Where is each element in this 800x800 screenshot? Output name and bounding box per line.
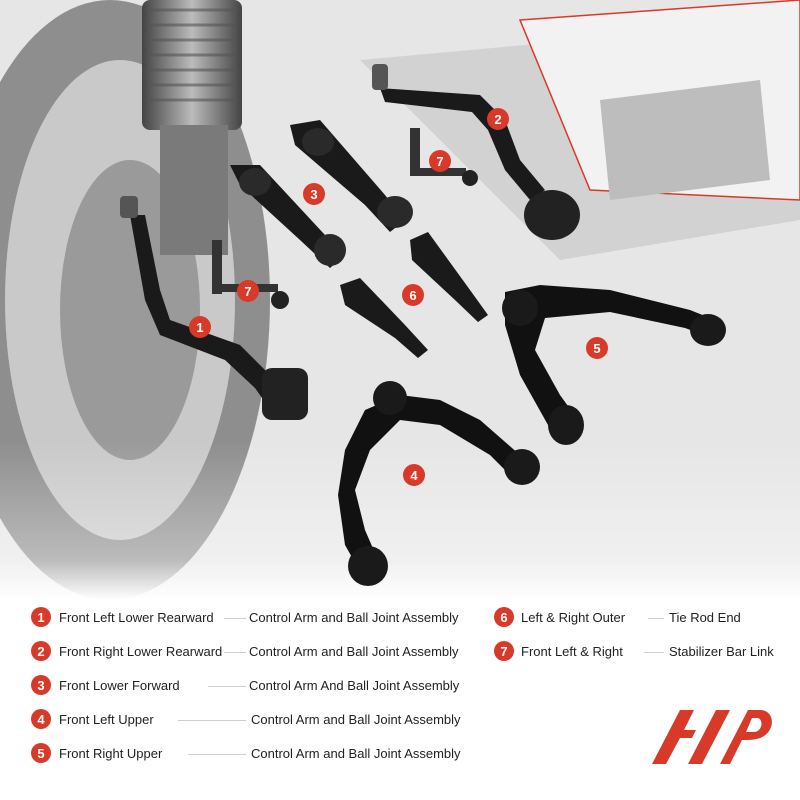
legend-num-3: 3 bbox=[31, 675, 51, 695]
legend-num-2: 2 bbox=[31, 641, 51, 661]
legend-num-7: 7 bbox=[494, 641, 514, 661]
marker-4: 4 bbox=[403, 464, 425, 486]
part-1 bbox=[120, 196, 308, 420]
legend-num-1: 1 bbox=[31, 607, 51, 627]
legend-name-6: Left & Right Outer bbox=[521, 610, 626, 625]
marker-3: 3 bbox=[303, 183, 325, 205]
legend-num-6: 6 bbox=[494, 607, 514, 627]
legend-name-3: Front Lower Forward bbox=[59, 678, 180, 693]
marker-7-lower: 7 bbox=[237, 280, 259, 302]
legend-divider-6 bbox=[648, 618, 664, 619]
legend-divider-1 bbox=[224, 618, 246, 619]
legend-desc-4: Control Arm and Ball Joint Assembly bbox=[251, 712, 461, 727]
legend-divider-7 bbox=[644, 652, 664, 653]
legend-desc-2: Control Arm and Ball Joint Assembly bbox=[249, 644, 459, 659]
legend-desc-3: Control Arm And Ball Joint Assembly bbox=[249, 678, 460, 693]
legend-desc-6: Tie Rod End bbox=[669, 610, 741, 625]
suspension-parts-photo bbox=[0, 0, 800, 600]
legend-divider-5 bbox=[188, 754, 246, 755]
legend-desc-7: Stabilizer Bar Link bbox=[669, 644, 774, 659]
part-6 bbox=[340, 232, 488, 358]
legend-divider-2 bbox=[224, 652, 246, 653]
part-5 bbox=[502, 285, 726, 445]
legend-divider-3 bbox=[208, 686, 246, 687]
marker-2: 2 bbox=[487, 108, 509, 130]
marker-7-upper: 7 bbox=[429, 150, 451, 172]
legend-num-5: 5 bbox=[31, 743, 51, 763]
brand-logo bbox=[652, 710, 772, 764]
legend-name-1: Front Left Lower Rearward bbox=[59, 610, 214, 625]
marker-1: 1 bbox=[189, 316, 211, 338]
legend-name-2: Front Right Lower Rearward bbox=[59, 644, 223, 659]
part-2 bbox=[372, 64, 580, 240]
marker-6: 6 bbox=[402, 284, 424, 306]
legend-name-7: Front Left & Right bbox=[521, 644, 623, 659]
legend-desc-5: Control Arm and Ball Joint Assembly bbox=[251, 746, 461, 761]
marker-5: 5 bbox=[586, 337, 608, 359]
legend-name-5: Front Right Upper bbox=[59, 746, 163, 761]
part-4 bbox=[338, 381, 540, 586]
legend-num-4: 4 bbox=[31, 709, 51, 729]
legend-divider-4 bbox=[178, 720, 246, 721]
legend-desc-1: Control Arm and Ball Joint Assembly bbox=[249, 610, 459, 625]
legend-name-4: Front Left Upper bbox=[59, 712, 154, 727]
part-3 bbox=[230, 120, 413, 268]
